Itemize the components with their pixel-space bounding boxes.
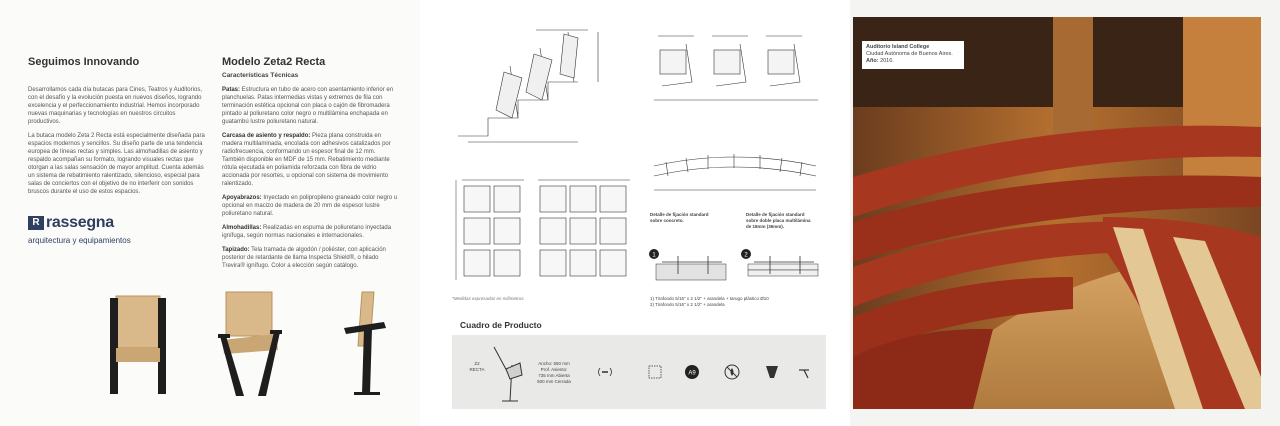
fix-note-2: 2) Tirafondo 5/16" x 2 1/2" + arandela: [650, 302, 725, 307]
spec-patas: Patas: Estructura en tubo de acero con a…: [222, 87, 394, 125]
specs-subheading: Características Técnicas: [222, 72, 299, 79]
fix-note-1: 1) Tirafondo 5/16" x 2 1/2" + arandela +…: [650, 296, 769, 301]
a9-badge-icon: A9: [685, 365, 699, 379]
fix-notes: 1) Tirafondo 5/16" x 2 1/2" + arandela +…: [650, 296, 820, 308]
chair-profile-icon: [493, 346, 523, 402]
caption-title: Auditorio Island College: [866, 44, 930, 50]
intro-heading: Seguimos Innovando: [28, 56, 140, 68]
chair-angled-photo: [218, 291, 282, 396]
seat-profile-drawings: [654, 35, 818, 101]
measure-footnote: *Medidas expresadas en milímetros.: [452, 296, 525, 301]
chair-side-photo: [344, 291, 386, 395]
fix2-number: 2: [744, 253, 748, 259]
slow-closing-icon: [598, 367, 612, 377]
spec-tapizado: Tapizado: Tela tramada de algodón / poli…: [222, 247, 386, 269]
fire-retardant-icon: [724, 364, 740, 380]
plan-view-drawing: [455, 179, 630, 280]
spec-apoyabrazos: Apoyabrazos: Inyectado en polipropileno …: [222, 195, 398, 217]
product-box: Z2 RECTA Ancho: 550 mm Prof. Asiento: 73…: [452, 335, 826, 409]
caption-location: Ciudad Autónoma de Buenos Aires.: [866, 51, 953, 57]
fix-plywood-drawing: 2: [741, 249, 819, 277]
fabric-icon: [648, 365, 662, 379]
model-code: Z2 RECTA: [469, 361, 485, 372]
intro-panel: [0, 0, 420, 426]
dimensions-text: Ancho: 550 mm Prof. Asiento: 735 mm Abie…: [537, 361, 571, 384]
side-elevation-drawing: [458, 29, 599, 143]
cuadro-title: Cuadro de Producto: [460, 320, 542, 330]
intro-paragraph-1: Desarrollamos cada día butacas para Cine…: [28, 87, 202, 125]
armrest-icon: [799, 369, 809, 379]
logo-mark-icon: R: [28, 216, 44, 230]
fix1-title: Detalle de fijación standard sobre concr…: [650, 212, 709, 223]
logo-name: rassegna: [46, 214, 114, 231]
spec-carcasa: Carcasa de asiento y respaldo: Pieza pla…: [222, 133, 391, 187]
fix1-number: 1: [652, 253, 656, 259]
curved-row-drawing: [653, 154, 817, 191]
caption-year: Año: 2016.: [866, 58, 894, 64]
spec-almohadillas: Almohadillas: Realizadas en espuma de po…: [222, 225, 392, 239]
fix-concrete-drawing: 1: [649, 249, 727, 281]
model-heading: Modelo Zeta2 Recta: [222, 56, 326, 68]
logo-tagline: arquitectura y equipamientos: [28, 236, 131, 245]
chair-front-photo: [110, 295, 166, 394]
fix2-title: Detalle de fijación standard sobre doble…: [746, 212, 811, 229]
auditorium-photo: [853, 17, 1261, 409]
wood-shell-icon: [766, 366, 778, 378]
intro-paragraph-2: La butaca modelo Zeta 2 Recta está espec…: [28, 133, 205, 195]
photo-caption: Auditorio Island College Ciudad Autónoma…: [862, 41, 964, 69]
a9-badge-text: A9: [688, 371, 696, 377]
intro-text: Desarrollamos cada día butacas para Cine…: [28, 86, 206, 202]
specs-list: Patas: Estructura en tubo de acero con a…: [222, 86, 398, 276]
